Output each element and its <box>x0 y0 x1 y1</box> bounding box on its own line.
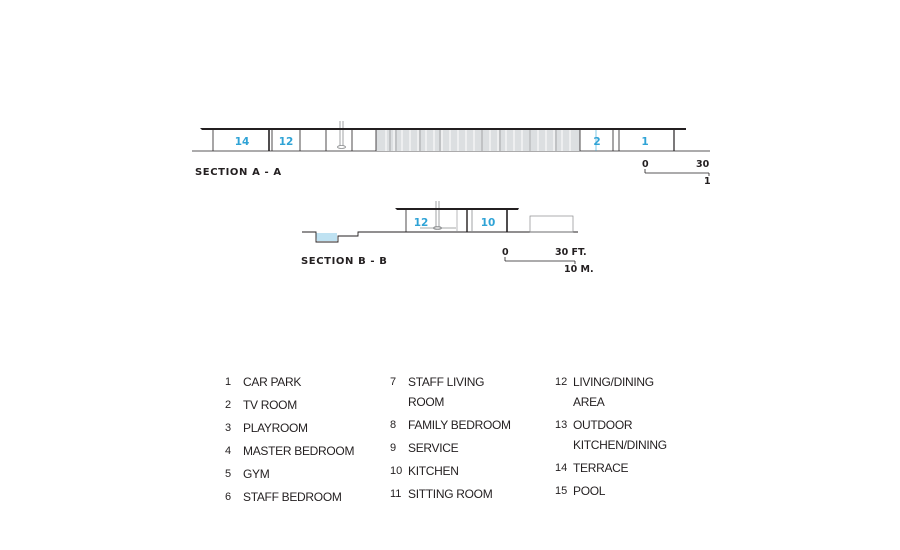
section-a-room-label: 1 <box>641 136 648 148</box>
section-a-scale-end-m: 1 <box>704 176 711 187</box>
legend-number: 6 <box>225 491 232 503</box>
section-b-scale-end-ft: 30 FT. <box>555 247 587 258</box>
legend-label: CAR PARK <box>243 375 302 389</box>
section-a-glazing-mullions <box>385 130 571 151</box>
legend-number: 3 <box>225 422 232 434</box>
legend-item: 3 PLAYROOM <box>225 418 375 438</box>
section-b-scale-end-m: 10 M. <box>564 264 594 275</box>
section-b-fireplace <box>420 201 456 230</box>
legend-item: 10 KITCHEN <box>390 461 520 481</box>
section-a-roof <box>200 128 686 130</box>
section-a-room-label: 12 <box>279 136 294 148</box>
legend-item: 1 CAR PARK <box>225 372 375 392</box>
legend-number: 9 <box>390 442 397 454</box>
legend-item: 8 FAMILY BEDROOM <box>390 415 520 435</box>
section-b-room-label: 12 <box>414 217 429 229</box>
legend-number: 13 <box>555 419 568 431</box>
section-a-room-label: 14 <box>235 136 250 148</box>
legend-item: 9 SERVICE <box>390 438 520 458</box>
legend-label: SITTING ROOM <box>408 487 493 501</box>
section-b-title: SECTION B - B <box>301 256 388 267</box>
legend-label: FAMILY BEDROOM <box>408 418 511 432</box>
section-b-outbuilding <box>529 215 574 233</box>
section-a-glazing-zone <box>376 130 580 151</box>
section-a-scale-end-ft: 30 <box>696 159 710 170</box>
legend-label: TV ROOM <box>243 398 297 412</box>
legend-number: 8 <box>390 419 397 431</box>
legend-item: 15 POOL <box>555 481 685 501</box>
section-a-room-label: 2 <box>593 136 600 148</box>
legend-label: TERRACE <box>573 461 629 475</box>
section-b-scale-start: 0 <box>502 247 509 258</box>
legend-label: STAFF LIVING ROOM <box>408 375 485 409</box>
pool-water <box>316 233 337 241</box>
legend-number: 10 <box>390 465 403 477</box>
legend-item: 2 TV ROOM <box>225 395 375 415</box>
section-a-walls <box>212 130 675 151</box>
legend-number: 12 <box>555 376 568 388</box>
legend-label: MASTER BEDROOM <box>243 444 355 458</box>
legend-label: STAFF BEDROOM <box>243 490 342 504</box>
legend-number: 5 <box>225 468 232 480</box>
legend-number: 15 <box>555 485 568 497</box>
legend-number: 1 <box>225 376 232 388</box>
legend-label: POOL <box>573 484 606 498</box>
legend-item: 14 TERRACE <box>555 458 685 478</box>
section-a-a: 14 12 2 1 <box>192 121 710 176</box>
legend-label: OUTDOOR KITCHEN/DINING <box>573 418 667 452</box>
legend-item: 13 OUTDOOR KITCHEN/DINING <box>555 415 685 455</box>
legend-label: LIVING/DINING AREA <box>573 375 654 409</box>
section-a-interior-walls <box>389 130 557 151</box>
legend-item: 11 SITTING ROOM <box>390 484 520 504</box>
section-a-scale-start: 0 <box>642 159 649 170</box>
section-b-ground-line <box>302 231 578 243</box>
legend-label: GYM <box>243 467 270 481</box>
legend-item: 4 MASTER BEDROOM <box>225 441 375 461</box>
legend-item: 6 STAFF BEDROOM <box>225 487 375 507</box>
legend-item: 12 LIVING/DINING AREA <box>555 372 685 412</box>
legend-item: 5 GYM <box>225 464 375 484</box>
legend-number: 7 <box>390 376 397 388</box>
legend-column-2: 7 STAFF LIVING ROOM 8 FAMILY BEDROOM 9 SERV… <box>390 372 520 507</box>
legend-column-3: 12 LIVING/DINING AREA 13 OUTDOOR KITCHEN/D… <box>555 372 685 504</box>
section-b-walls <box>405 210 508 232</box>
section-a-fireplace <box>337 121 346 149</box>
legend-label: KITCHEN <box>408 464 459 478</box>
legend-number: 2 <box>225 399 232 411</box>
section-b-b: 12 10 <box>302 201 578 264</box>
legend-number: 4 <box>225 445 232 457</box>
legend-label: SERVICE <box>408 441 459 455</box>
legend-item: 7 STAFF LIVING ROOM <box>390 372 520 412</box>
section-b-scale-bar <box>504 257 576 264</box>
section-a-scale-bar <box>644 169 710 176</box>
legend-number: 14 <box>555 462 568 474</box>
legend-number: 11 <box>390 488 402 500</box>
section-a-title: SECTION A - A <box>195 167 282 178</box>
section-b-room-label: 10 <box>481 217 496 229</box>
legend-column-1: 1 CAR PARK 2 TV ROOM 3 PLAYROOM 4 MASTER BED… <box>225 372 375 510</box>
section-b-roof <box>395 208 519 210</box>
legend-label: PLAYROOM <box>243 421 308 435</box>
